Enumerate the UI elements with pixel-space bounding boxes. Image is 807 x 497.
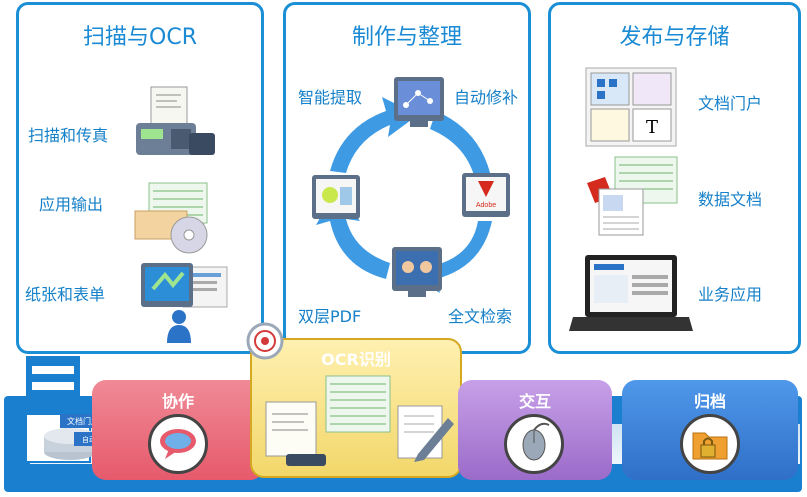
archive-title: 归档 xyxy=(693,392,726,411)
portal-grid-icon: T xyxy=(585,67,677,147)
pdf-monitor-icon xyxy=(312,175,360,219)
ocr-title: OCR识别 xyxy=(321,350,391,369)
make-organize-title: 制作与整理 xyxy=(351,25,462,50)
ocr-seal-icon xyxy=(246,322,284,360)
app-output-label: 应用输出 xyxy=(39,195,104,214)
svg-text:T: T xyxy=(646,117,658,138)
archive-module[interactable]: 归档 xyxy=(622,380,798,480)
collab-module[interactable]: 协作 xyxy=(92,380,264,480)
auto-repair-label: 自动修补 xyxy=(454,88,519,107)
data-docs-label: 数据文档 xyxy=(698,190,763,209)
interact-module[interactable]: 交互 xyxy=(458,380,612,480)
doc-portal-label: 文档门户 xyxy=(698,94,763,113)
server-storage-icon: 文档门户 自动分类 xyxy=(26,356,118,463)
data-documents-icon xyxy=(587,156,678,236)
business-app-label: 业务应用 xyxy=(698,285,763,304)
storage-tag-portal: 文档门户 xyxy=(67,416,99,426)
scan-fax-label: 扫描和传真 xyxy=(28,126,109,145)
monitor-user-icon xyxy=(141,263,228,343)
search-monitor-icon xyxy=(392,247,442,297)
extract-monitor-icon xyxy=(394,77,444,127)
mouse-icon xyxy=(504,414,564,474)
svg-text:Adobe: Adobe xyxy=(476,202,496,209)
adobe-monitor-icon: Adobe xyxy=(462,173,510,217)
make-organize-panel: 制作与整理 智能提取 自动修补 全文检索 双层PDF Adobe xyxy=(283,2,531,354)
publish-storage-title: 发布与存储 xyxy=(619,25,730,50)
ocr-module[interactable]: OCR识别 xyxy=(250,338,462,478)
folder-lock-icon xyxy=(680,414,740,474)
full-text-search-label: 全文检索 xyxy=(448,307,513,326)
smart-extract-label: 智能提取 xyxy=(298,88,363,107)
interact-title: 交互 xyxy=(518,392,551,411)
scan-ocr-panel: 扫描与OCR 扫描和传真 应用输出 纸张和表单 xyxy=(16,2,264,354)
fax-machine-icon xyxy=(136,86,215,155)
chat-bubble-icon xyxy=(148,414,208,474)
publish-storage-panel: 发布与存储 文档门户 T 数据文档 业务应用 xyxy=(548,2,801,354)
collab-title: 协作 xyxy=(161,392,194,411)
documents-cd-icon xyxy=(134,182,208,254)
paper-forms-label: 纸张和表单 xyxy=(25,285,106,304)
scan-ocr-title: 扫描与OCR xyxy=(83,25,197,50)
ocr-documents-icon xyxy=(265,375,454,466)
workflow-cycle-diagram: Adobe xyxy=(312,77,510,297)
laptop-icon xyxy=(569,255,693,331)
dual-layer-pdf-label: 双层PDF xyxy=(298,307,362,326)
